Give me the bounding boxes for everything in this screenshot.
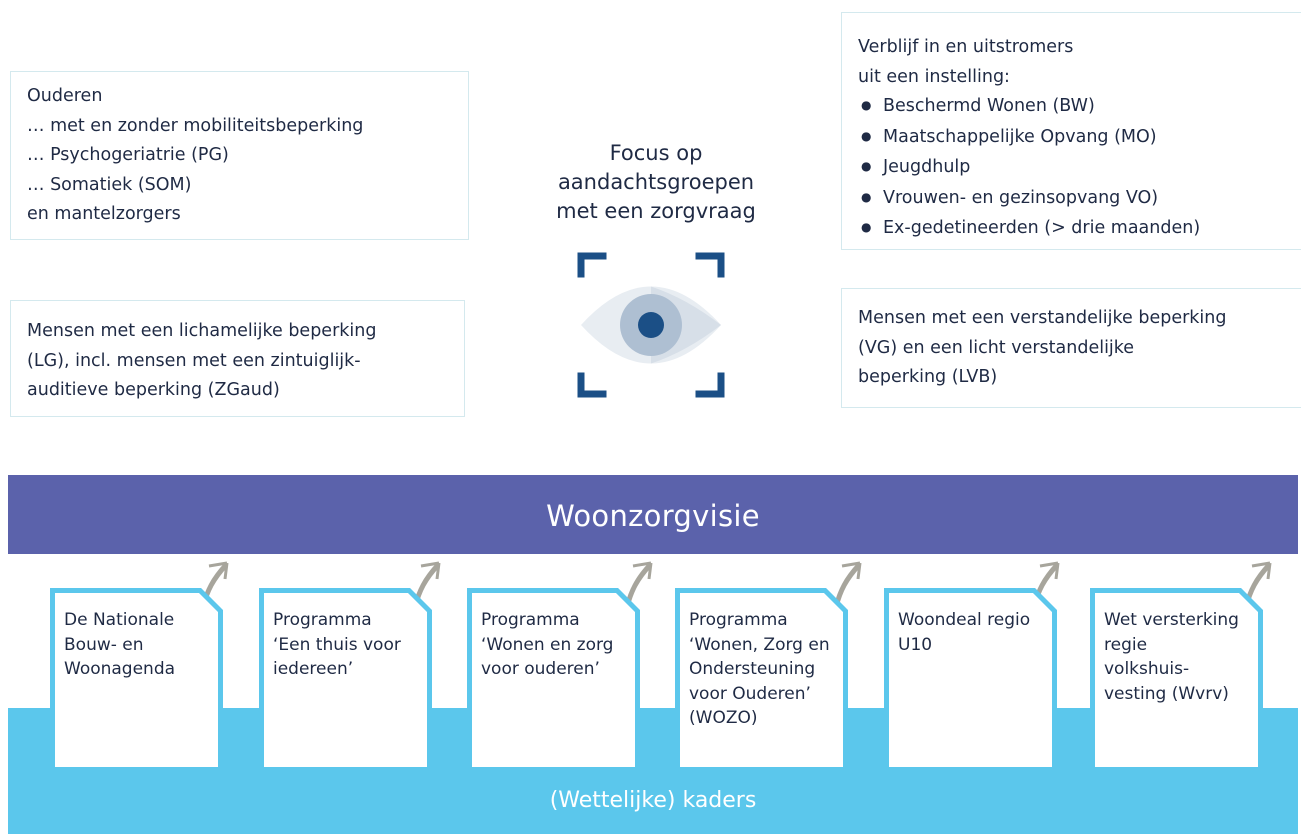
document-line: vesting (Wvrv) — [1104, 683, 1229, 704]
list-item: Maatschappelijke Opvang (MO) — [858, 123, 1301, 154]
lichamelijke-beperking-box: Mensen met een lichamelijke beperking (L… — [10, 300, 465, 417]
document-card: De Nationale Bouw- en Woonagenda — [50, 588, 223, 772]
document-line: De Nationale — [64, 610, 175, 630]
box-line: (LG), incl. mensen met een zintuiglijk- — [27, 350, 361, 371]
document-card: Programma ‘Wonen en zorg voor ouderen’ — [467, 588, 640, 772]
document-line: volkshuis- — [1104, 659, 1190, 679]
document-card: Woondeal regio U10 — [884, 588, 1057, 772]
focus-line: aandachtsgroepen — [557, 170, 755, 194]
document-line: (WOZO) — [689, 708, 758, 728]
document-line: Wet versterking — [1104, 610, 1239, 630]
document-line: ‘Wonen en zorg — [481, 634, 614, 655]
box-line: (VG) en een licht verstandelijke — [858, 337, 1135, 358]
focus-line: met een zorgvraag — [556, 199, 756, 223]
focus-line: Focus op — [609, 141, 703, 165]
document-line: U10 — [898, 634, 933, 655]
box-line: … Somatiek (SOM) — [27, 174, 192, 195]
box-line: Mensen met een verstandelijke beperking — [858, 308, 1227, 328]
ouderen-box: Ouderen … met en zonder mobiliteitsbeper… — [10, 71, 469, 240]
document-line: Bouw- en — [64, 634, 144, 655]
document-card: Programma ‘Een thuis voor iedereen’ — [259, 588, 432, 772]
box-line: uit een instelling: — [858, 66, 1010, 87]
focus-title: Focus op aandachtsgroepen met een zorgvr… — [545, 139, 767, 226]
eye-icon — [575, 250, 727, 400]
verblijf-list: Beschermd Wonen (BW) Maatschappelijke Op… — [858, 92, 1301, 245]
box-line: auditieve beperking (ZGaud) — [27, 380, 280, 400]
list-item: Vrouwen- en gezinsopvang VO) — [858, 184, 1301, 215]
document-line: voor Ouderen’ — [689, 683, 811, 704]
document-line: Programma — [273, 610, 372, 630]
base-band — [8, 708, 1298, 768]
document-line: ‘Een thuis voor — [273, 634, 401, 655]
box-line: … Psychogeriatrie (PG) — [27, 145, 229, 165]
document-line: Programma — [481, 610, 580, 630]
document-line: voor ouderen’ — [481, 659, 600, 679]
document-line: Ondersteuning — [689, 659, 816, 679]
box-line: Ouderen — [27, 86, 103, 106]
document-line: Programma — [689, 610, 788, 630]
box-line: en mantelzorgers — [27, 204, 181, 224]
verblijf-box: Verblijf in en uitstromers uit een inste… — [841, 12, 1301, 250]
document-line: iedereen’ — [273, 659, 354, 679]
list-item: Jeugdhulp — [858, 153, 1301, 184]
woonzorgvisie-banner: Woonzorgvisie — [8, 475, 1298, 554]
document-line: Woonagenda — [64, 659, 176, 679]
box-line: Verblijf in en uitstromers — [858, 37, 1074, 57]
document-line: ‘Wonen, Zorg en — [689, 634, 830, 655]
box-line: Mensen met een lichamelijke beperking — [27, 321, 377, 341]
wettelijke-kaders-base: (Wettelijke) kaders — [8, 768, 1298, 834]
document-card: Programma ‘Wonen, Zorg en Ondersteuning … — [675, 588, 848, 772]
list-item: Ex-gedetineerden (> drie maanden) — [858, 214, 1301, 245]
box-line: … met en zonder mobiliteitsbeperking — [27, 115, 364, 136]
verstandelijke-beperking-box: Mensen met een verstandelijke beperking … — [841, 288, 1301, 408]
document-card: Wet versterking regie volkshuis- vesting… — [1090, 588, 1263, 772]
document-line: regie — [1104, 634, 1148, 655]
box-line: beperking (LVB) — [858, 367, 998, 387]
list-item: Beschermd Wonen (BW) — [858, 92, 1301, 123]
document-line: Woondeal regio — [898, 610, 1031, 630]
